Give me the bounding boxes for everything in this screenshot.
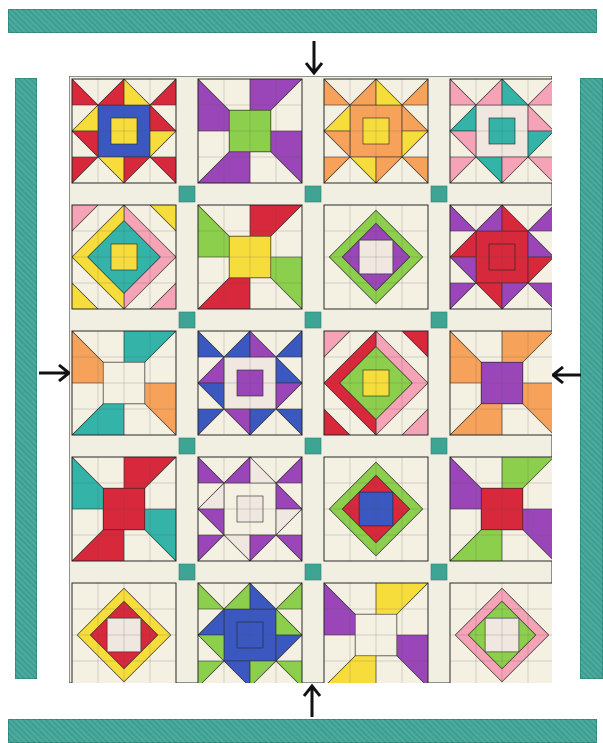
cornerstone: [305, 564, 321, 580]
cornerstone: [305, 312, 321, 328]
cornerstone: [431, 564, 447, 580]
quilt-block-pinwheel-red-green-blue: [198, 205, 302, 309]
border-strip-left: [15, 78, 37, 679]
quilt-block-star-orange-purple: [450, 331, 552, 435]
quilt-block-star-pink-teal-yellow: [72, 205, 176, 309]
quilt-block-star-purple-red: [450, 205, 552, 309]
border-strip-right: [580, 78, 603, 679]
arrow-left: [38, 363, 70, 383]
quilt-block-star-green-purple: [324, 205, 428, 309]
cornerstone: [431, 186, 447, 202]
cornerstone: [305, 438, 321, 454]
quilt-block-star-blue-green: [198, 583, 302, 683]
quilt-block-star-pink-green: [450, 583, 552, 683]
cornerstone: [179, 186, 195, 202]
quilt-block-star-blue-purple: [198, 331, 302, 435]
quilt-block-star-red-teal: [72, 457, 176, 561]
arrow-bottom: [302, 684, 322, 718]
border-strip-top: [8, 9, 597, 33]
cornerstone: [305, 186, 321, 202]
quilt-block-star-green-purple-red: [450, 457, 552, 561]
cornerstone: [179, 564, 195, 580]
quilt-block-pinwheel-yellow-purple: [324, 583, 428, 683]
quilt-block-eight-point-orange-yellow: [324, 79, 428, 183]
cornerstone: [179, 312, 195, 328]
quilt-block-star-green-red-blue: [324, 457, 428, 561]
quilt-block-pinwheel-purple-green: [198, 79, 302, 183]
cornerstone: [431, 312, 447, 328]
cornerstone: [179, 438, 195, 454]
arrow-top: [304, 40, 324, 76]
quilt-block-star-pink-teal: [450, 79, 552, 183]
quilt-center: [69, 76, 552, 683]
quilt-block-star-yellow-red: [72, 583, 176, 683]
quilt-block-star-red-yellow-blue: [72, 79, 176, 183]
arrow-right: [552, 365, 582, 385]
quilt-block-star-pink-red-green: [324, 331, 428, 435]
quilt-block-pinwheel-teal-orange: [72, 331, 176, 435]
quilt-block-star-purple-white: [198, 457, 302, 561]
cornerstone: [431, 438, 447, 454]
border-strip-bottom: [8, 719, 597, 743]
